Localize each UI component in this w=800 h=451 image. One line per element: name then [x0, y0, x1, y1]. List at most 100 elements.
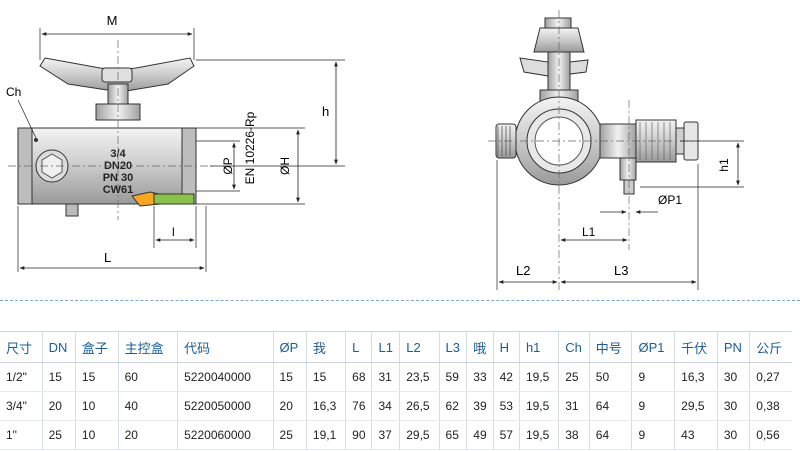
table-cell: 1/2": [0, 362, 43, 392]
table-cell: 53: [492, 391, 520, 421]
dim-h1: h1: [717, 158, 731, 172]
table-cell: 25: [272, 420, 307, 450]
table-cell: 10: [74, 420, 119, 450]
table-row: 1/2" 15 15 60 5220040000 15 15 68 31 23,…: [0, 362, 792, 392]
table-cell: 9: [631, 362, 675, 392]
dim-l: l: [172, 225, 175, 239]
table-cell: 30: [716, 362, 750, 392]
table-row: 3/4" 20 10 40 5220050000 20 16,3 76 34 2…: [0, 391, 792, 421]
dim-L: L: [104, 250, 111, 265]
table-cell: 90: [345, 420, 372, 450]
table-cell: 50: [588, 362, 632, 392]
column-header: DN: [41, 331, 76, 363]
column-header: 代码: [177, 331, 274, 363]
table-cell: 60: [117, 362, 178, 392]
table-cell: 9: [631, 391, 675, 421]
table-cell: 34: [371, 391, 400, 421]
body-marking-size: 3/4: [110, 148, 126, 160]
table-cell: 49: [466, 420, 494, 450]
dim-h: h: [322, 104, 329, 119]
valve-end-view: h1 ØP1 L1 L2 L3: [488, 10, 744, 290]
table-cell: 5220040000: [177, 362, 274, 392]
table-cell: 5220050000: [177, 391, 274, 421]
table-cell: 33: [466, 362, 494, 392]
section-divider: [0, 300, 800, 301]
column-header: L3: [438, 331, 467, 363]
table-cell: 15: [305, 362, 346, 392]
table-cell: 15: [272, 362, 307, 392]
thread-standard: EN 10226-Rp: [243, 111, 257, 184]
column-header: 哦: [466, 331, 494, 363]
column-header: h1: [518, 331, 559, 363]
dim-l2: L2: [516, 263, 530, 278]
table-cell: 20: [117, 420, 178, 450]
table-cell: 15: [74, 362, 119, 392]
column-header: 尺寸: [0, 331, 43, 363]
valve-side-view: 3/4 DN20 PN 30 CW61 M h ØP EN 10226-Rp Ø…: [6, 13, 345, 272]
technical-drawing: 3/4 DN20 PN 30 CW61 M h ØP EN 10226-Rp Ø…: [6, 10, 744, 290]
body-marking-dn: DN20: [104, 160, 132, 172]
table-cell: 62: [438, 391, 467, 421]
table-cell: 39: [466, 391, 494, 421]
column-header: 主控盒: [117, 331, 178, 363]
table-cell: 1": [0, 420, 43, 450]
dim-m: M: [107, 13, 118, 28]
table-cell: 59: [438, 362, 467, 392]
dim-oh: ØH: [278, 157, 292, 175]
table-cell: 65: [438, 420, 467, 450]
table-cell: 20: [272, 391, 307, 421]
table-cell: 31: [558, 391, 590, 421]
table-cell: 19,5: [518, 362, 559, 392]
table-cell: 29,5: [674, 391, 718, 421]
table-cell: 10: [74, 391, 119, 421]
column-header: 千伏: [674, 331, 718, 363]
column-header: 盒子: [74, 331, 119, 363]
spec-table: 尺寸 DN 盒子 主控盒 代码 ØP 我 L L1 L2 L3 哦 H h1 C…: [0, 331, 792, 450]
table-cell: 19,5: [518, 391, 559, 421]
column-header: L2: [399, 331, 440, 363]
table-cell: 40: [117, 391, 178, 421]
table-cell: 37: [371, 420, 400, 450]
table-cell: 26,5: [399, 391, 440, 421]
column-header: 中号: [588, 331, 632, 363]
table-cell: 76: [345, 391, 372, 421]
table-cell: 29,5: [399, 420, 440, 450]
body-marking-pn: PN 30: [103, 172, 134, 184]
column-header: ØP1: [631, 331, 675, 363]
table-cell: 64: [588, 420, 632, 450]
dim-l1: L1: [582, 225, 596, 239]
table-cell: 23,5: [399, 362, 440, 392]
column-header: 公斤: [749, 331, 792, 363]
table-cell: 57: [492, 420, 520, 450]
table-cell: 19,1: [305, 420, 346, 450]
column-header: L1: [371, 331, 400, 363]
table-cell: 0,38: [749, 391, 792, 421]
table-cell: 38: [558, 420, 590, 450]
table-cell: 20: [41, 391, 76, 421]
column-header: ØP: [272, 331, 307, 363]
column-header: PN: [716, 331, 750, 363]
column-header: 我: [305, 331, 346, 363]
table-cell: 43: [674, 420, 718, 450]
column-header: L: [345, 331, 372, 363]
table-cell: 42: [492, 362, 520, 392]
table-row: 1" 25 10 20 5220060000 25 19,1 90 37 29,…: [0, 420, 792, 450]
table-cell: 25: [558, 362, 590, 392]
table-cell: 30: [716, 420, 750, 450]
table-cell: 0,27: [749, 362, 792, 392]
dim-op1: ØP1: [658, 193, 682, 207]
table-cell: 3/4": [0, 391, 43, 421]
table-cell: 0,56: [749, 420, 792, 450]
table-cell: 5220060000: [177, 420, 274, 450]
dim-l3: L3: [614, 263, 628, 278]
table-cell: 64: [588, 391, 632, 421]
table-cell: 68: [345, 362, 372, 392]
column-header: H: [492, 331, 520, 363]
table-cell: 16,3: [305, 391, 346, 421]
table-cell: 15: [41, 362, 76, 392]
dim-ch: Ch: [6, 85, 21, 99]
table-cell: 19,5: [518, 420, 559, 450]
column-header: Ch: [558, 331, 590, 363]
table-cell: 25: [41, 420, 76, 450]
table-cell: 30: [716, 391, 750, 421]
